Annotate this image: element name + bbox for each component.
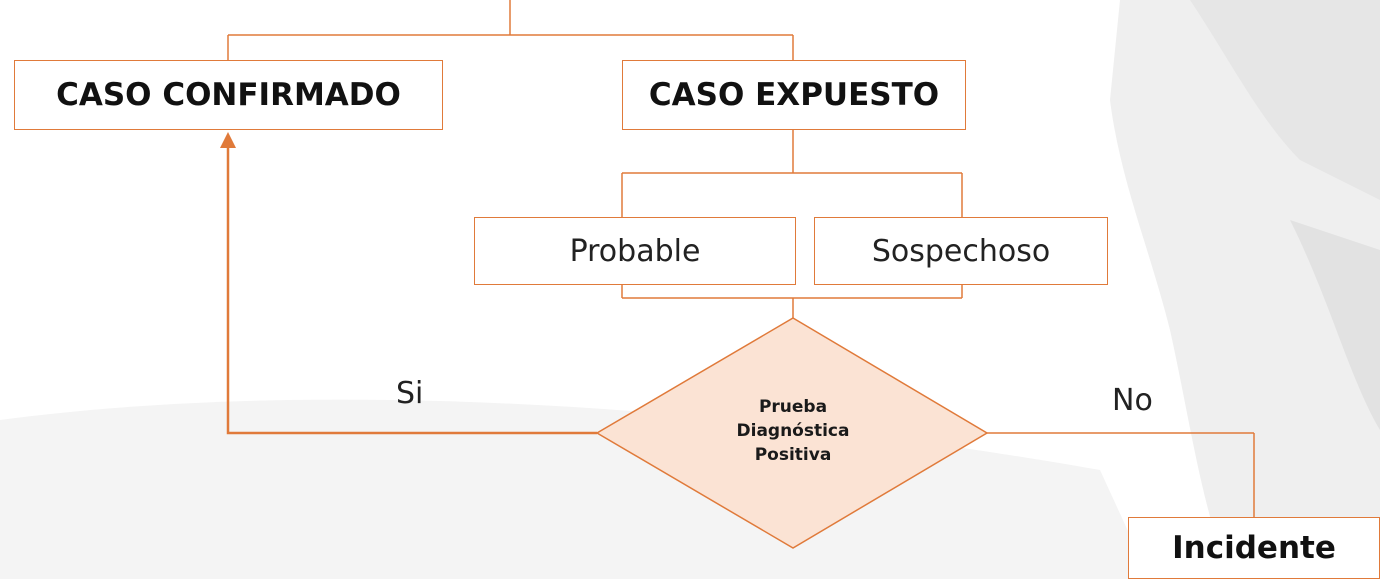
decision-line-3: Positiva [754,445,832,465]
node-probable: Probable [474,217,796,285]
node-incidente: Incidente [1128,517,1380,579]
edge-label-no: No [1112,383,1153,418]
arrowhead [220,132,236,148]
edge-label-yes: Si [396,376,424,411]
decision-line-2: Diagnóstica [736,421,850,441]
decision-diamond [595,317,989,549]
node-caso-confirmado: CASO CONFIRMADO [14,60,443,130]
decision-line-1: Prueba [758,397,828,417]
node-caso-expuesto: CASO EXPUESTO [622,60,966,130]
decision-label: Prueba Diagnóstica Positiva [713,395,873,467]
node-sospechoso: Sospechoso [814,217,1108,285]
